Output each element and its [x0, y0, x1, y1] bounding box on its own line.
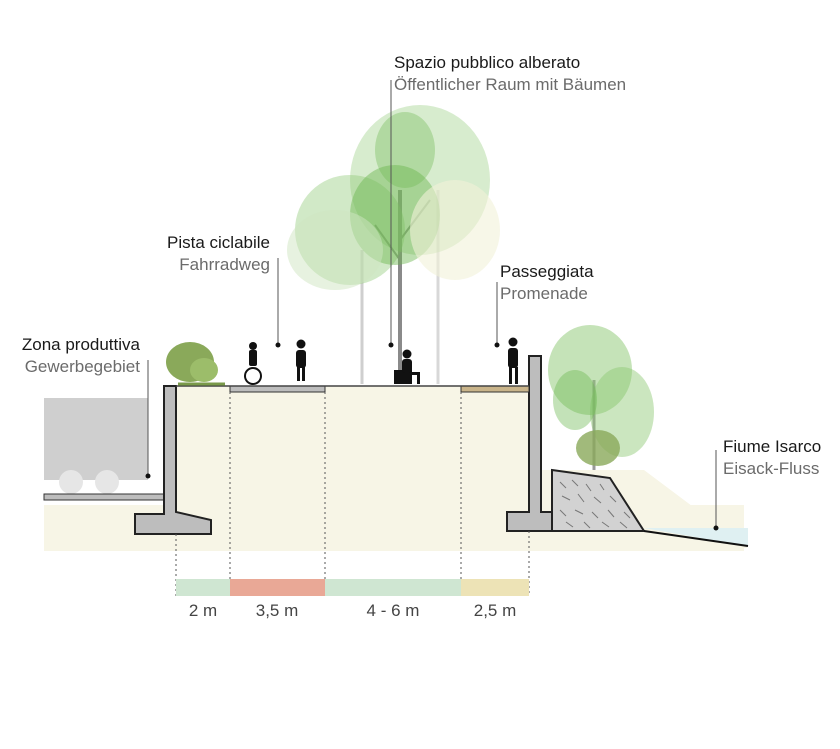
cyclist-icon [244, 342, 262, 385]
seated-person-icon [394, 349, 420, 384]
label-public-space: Spazio pubblico alberato Öffentlicher Ra… [394, 52, 626, 96]
label-it: Zona produttiva [21, 335, 140, 354]
label-de: Gewerbegebiet [24, 357, 140, 376]
width-bar-4 [461, 579, 529, 596]
label-it: Passeggiata [500, 262, 594, 281]
width-label: 3,5 m [255, 601, 299, 620]
label-bike-path: Pista ciclabile Fahrradweg [150, 232, 270, 276]
label-de: Öffentlicher Raum mit Bäumen [394, 75, 627, 94]
label-river: Fiume Isarco Eisack-Fluss [723, 436, 821, 480]
width-label: 2 m [188, 601, 218, 620]
left-retaining-wall [134, 385, 212, 535]
shrub-icon [166, 342, 225, 386]
label-de: Eisack-Fluss [723, 459, 820, 478]
label-industrial-zone: Zona produttiva Gewerbegebiet [0, 334, 140, 378]
label-it: Pista ciclabile [167, 233, 270, 252]
path-surfaces [176, 385, 530, 393]
riprap-embankment [551, 468, 646, 532]
width-bar-1 [176, 579, 230, 596]
label-promenade: Passeggiata Promenade [500, 261, 594, 305]
label-it: Fiume Isarco [723, 437, 822, 456]
width-label: 4 - 6 m [366, 601, 420, 620]
leader-dots [145, 342, 719, 531]
pedestrian-icon [296, 339, 306, 381]
width-label: 2,5 m [473, 601, 517, 620]
width-bar-3 [325, 579, 461, 596]
tree-icon [287, 105, 500, 384]
river-water [643, 528, 749, 547]
label-it: Spazio pubblico alberato [394, 53, 581, 72]
truck-icon [43, 398, 165, 501]
tree-icon [548, 325, 654, 470]
label-de: Fahrradweg [179, 255, 270, 274]
pedestrian-icon [508, 337, 518, 384]
leader-lines [147, 80, 717, 528]
label-de: Promenade [500, 284, 588, 303]
width-bar-2 [230, 579, 325, 596]
